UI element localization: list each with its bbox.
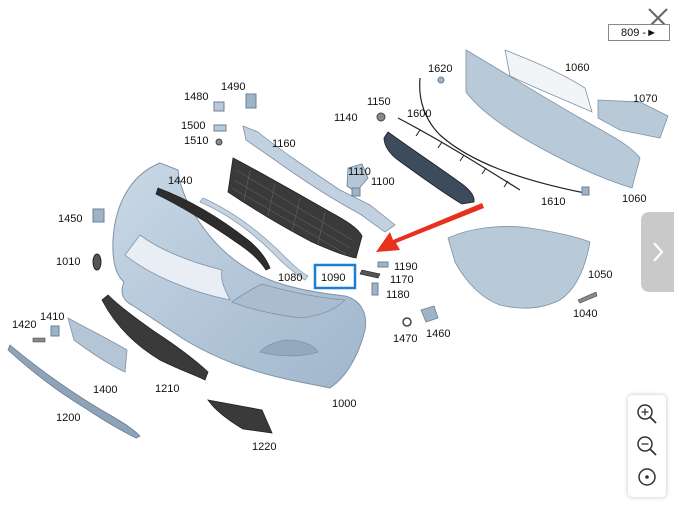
zoom-in-icon bbox=[637, 404, 657, 424]
zoom-in-button[interactable] bbox=[635, 402, 659, 426]
label-1180[interactable]: 1180 bbox=[386, 289, 410, 301]
wire-harness-1600-part[interactable] bbox=[397, 117, 521, 191]
label-1040[interactable]: 1040 bbox=[573, 308, 597, 320]
clip-1500-part[interactable] bbox=[213, 124, 227, 132]
label-1110[interactable]: 1110 bbox=[348, 166, 371, 178]
label-1200[interactable]: 1200 bbox=[56, 412, 80, 424]
part-labels: 1490 1480 1500 1510 1160 1440 1450 1010 … bbox=[12, 62, 657, 453]
label-1080[interactable]: 1080 bbox=[278, 272, 302, 284]
lower-grille-part[interactable] bbox=[101, 294, 209, 381]
label-1510[interactable]: 1510 bbox=[184, 135, 208, 147]
clip-1410-part[interactable] bbox=[50, 325, 60, 337]
clip-1480-part[interactable] bbox=[213, 101, 225, 112]
label-1450[interactable]: 1450 bbox=[58, 213, 82, 225]
chevron-right-icon bbox=[653, 242, 664, 262]
harness-ticks bbox=[415, 129, 509, 188]
label-1610[interactable]: 1610 bbox=[541, 196, 565, 208]
reset-view-icon bbox=[638, 468, 656, 486]
bolt-1420-part[interactable] bbox=[32, 337, 46, 343]
clip-1490-part[interactable] bbox=[245, 93, 257, 109]
label-1050[interactable]: 1050 bbox=[588, 269, 612, 281]
absorber-1060-part[interactable] bbox=[465, 49, 641, 189]
zoom-out-button[interactable] bbox=[635, 434, 659, 458]
lower-corner-grille-part[interactable] bbox=[207, 399, 273, 434]
cable-1610-part[interactable] bbox=[419, 77, 586, 194]
label-1060-bottom[interactable]: 1060 bbox=[622, 193, 646, 205]
label-1440[interactable]: 1440 bbox=[168, 175, 192, 187]
page-reference-link[interactable]: 809 -► bbox=[608, 24, 670, 41]
clip-1180-part[interactable] bbox=[371, 282, 379, 296]
highlight-arrow bbox=[376, 203, 484, 252]
label-1000[interactable]: 1000 bbox=[332, 398, 356, 410]
label-1170[interactable]: 1170 bbox=[390, 274, 414, 286]
reinforcement-1140-part[interactable] bbox=[383, 131, 475, 205]
label-1460[interactable]: 1460 bbox=[426, 328, 450, 340]
label-1410[interactable]: 1410 bbox=[40, 311, 64, 323]
label-1620[interactable]: 1620 bbox=[428, 63, 452, 75]
label-1490[interactable]: 1490 bbox=[221, 81, 245, 93]
label-1140[interactable]: 1140 bbox=[334, 112, 358, 124]
connector-1620-part[interactable] bbox=[437, 76, 445, 84]
zoom-controls bbox=[628, 395, 666, 497]
screw-1040-part[interactable] bbox=[577, 291, 598, 304]
sensor-ring-1010-part[interactable] bbox=[92, 253, 102, 271]
ring-1470-part[interactable] bbox=[402, 317, 412, 327]
plate-panel-part[interactable] bbox=[67, 317, 128, 373]
chrome-trim-strip-part[interactable] bbox=[199, 197, 309, 281]
grille-bracket-part[interactable] bbox=[242, 125, 396, 233]
clip-1170-part[interactable] bbox=[359, 269, 381, 279]
reset-view-button[interactable] bbox=[635, 465, 659, 489]
screw-1510-part[interactable] bbox=[215, 138, 223, 146]
upper-grille-part[interactable] bbox=[227, 157, 363, 259]
label-1090[interactable]: 1090 bbox=[321, 272, 345, 284]
label-1150[interactable]: 1150 bbox=[367, 96, 391, 108]
bracket-1110-part[interactable] bbox=[346, 163, 369, 193]
label-1160[interactable]: 1160 bbox=[272, 138, 296, 150]
clip-1060-lower-part[interactable] bbox=[581, 186, 590, 196]
lower-strip-part[interactable] bbox=[7, 344, 141, 439]
absorber-1070-part[interactable] bbox=[597, 99, 669, 139]
label-1060-top[interactable]: 1060 bbox=[565, 62, 589, 74]
label-1500[interactable]: 1500 bbox=[181, 120, 205, 132]
sensor-1460-part[interactable] bbox=[420, 305, 439, 323]
label-1420[interactable]: 1420 bbox=[12, 319, 36, 331]
label-1190[interactable]: 1190 bbox=[394, 261, 418, 273]
grille-mesh bbox=[231, 169, 353, 255]
zoom-out-icon bbox=[637, 436, 657, 456]
label-1070[interactable]: 1070 bbox=[633, 93, 657, 105]
bolt-1150-part[interactable] bbox=[376, 112, 386, 122]
clip-1190-part[interactable] bbox=[377, 261, 389, 268]
upper-trim-strip-part[interactable] bbox=[155, 187, 271, 271]
bumper-cover-part[interactable] bbox=[112, 162, 367, 389]
clip-1100-part[interactable] bbox=[351, 187, 361, 197]
label-1220[interactable]: 1220 bbox=[252, 441, 276, 453]
label-1100[interactable]: 1100 bbox=[371, 176, 395, 188]
label-1470[interactable]: 1470 bbox=[393, 333, 417, 345]
label-1400[interactable]: 1400 bbox=[93, 384, 117, 396]
carrier-1050-part[interactable] bbox=[447, 226, 591, 309]
sensor-1450-part[interactable] bbox=[92, 208, 105, 223]
label-1600[interactable]: 1600 bbox=[407, 108, 431, 120]
absorber-upper-1060-part[interactable] bbox=[504, 49, 593, 113]
label-1210[interactable]: 1210 bbox=[155, 383, 179, 395]
label-1480[interactable]: 1480 bbox=[184, 91, 208, 103]
label-1010[interactable]: 1010 bbox=[56, 256, 80, 268]
next-page-button[interactable] bbox=[641, 212, 674, 292]
highlight-box bbox=[313, 263, 357, 290]
